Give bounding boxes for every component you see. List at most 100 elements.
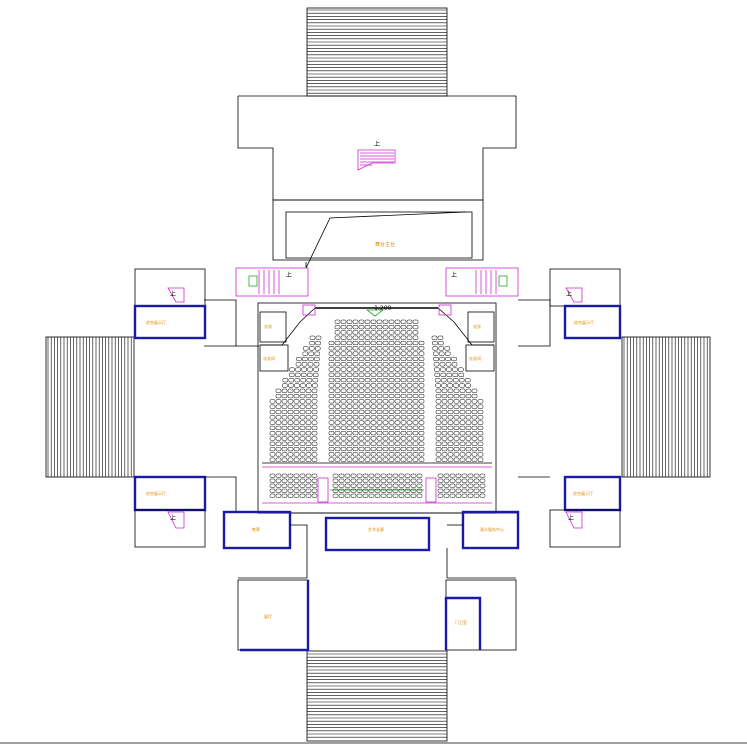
seat: [418, 415, 425, 420]
seat: [435, 415, 442, 420]
seat: [287, 404, 294, 409]
seat: [293, 399, 300, 404]
seat: [281, 420, 288, 425]
seat: [400, 388, 407, 393]
seat: [406, 425, 413, 430]
seat: [311, 415, 318, 420]
seat: [441, 383, 447, 388]
seat: [311, 388, 318, 393]
seat: [406, 431, 413, 436]
seat: [305, 452, 312, 457]
seat: [293, 493, 300, 498]
seat: [394, 346, 401, 351]
seat: [376, 436, 383, 441]
seat: [346, 356, 353, 361]
seat: [376, 393, 383, 399]
seat: [477, 447, 484, 452]
seat: [453, 420, 460, 425]
seat: [305, 493, 312, 498]
seat: [308, 346, 315, 351]
seat: [334, 420, 341, 425]
seat: [358, 393, 365, 399]
seat: [352, 452, 359, 457]
seat: [352, 420, 359, 425]
seat: [352, 356, 359, 361]
seat: [441, 431, 448, 436]
seat: [352, 393, 359, 399]
seat: [334, 399, 341, 404]
seat: [376, 340, 383, 346]
seat: [394, 351, 401, 356]
seat: [444, 346, 451, 351]
seat: [458, 367, 464, 372]
seat: [370, 420, 377, 425]
seat: [338, 493, 345, 498]
seat: [350, 488, 357, 493]
seat: [477, 399, 484, 404]
up-mark-stage-left: 上: [286, 271, 292, 279]
seat: [382, 383, 389, 388]
seat: [370, 367, 377, 372]
seat: [344, 493, 351, 498]
seat: [340, 399, 347, 404]
seat: [410, 473, 417, 478]
seat: [275, 394, 282, 399]
seat: [312, 383, 318, 388]
seat: [440, 367, 446, 372]
seat: [453, 452, 460, 457]
seat: [418, 420, 425, 425]
seat: [346, 372, 353, 377]
seat: [340, 388, 347, 393]
seat: [352, 436, 359, 441]
seat: [269, 404, 276, 409]
seat: [281, 388, 288, 393]
seat: [435, 425, 442, 430]
lobby-right-room: 观众服务中心: [480, 526, 504, 532]
seat: [287, 478, 294, 483]
seat: [299, 431, 306, 436]
seat: [307, 362, 314, 367]
seat: [334, 436, 341, 441]
seat: [437, 478, 444, 483]
seat: [269, 478, 276, 483]
seat: [467, 493, 474, 498]
seat: [400, 393, 407, 399]
seat: [370, 351, 377, 356]
seat: [473, 488, 480, 493]
seat: [394, 372, 401, 377]
seating-rear: [269, 473, 486, 498]
seat: [307, 367, 313, 372]
seat: [299, 457, 306, 462]
stage-label: 舞台主台: [375, 241, 395, 248]
seat: [441, 436, 448, 441]
seat: [459, 388, 466, 393]
seat: [412, 457, 419, 462]
seat: [311, 493, 318, 498]
seat: [471, 457, 478, 462]
seat: [340, 436, 347, 441]
seat: [477, 436, 484, 441]
seat: [293, 404, 300, 409]
seat: [370, 356, 377, 361]
stage-left-stair-core: 上: [235, 267, 309, 297]
seat: [287, 388, 294, 393]
seat: [382, 399, 389, 404]
seat: [376, 388, 383, 393]
seat: [438, 346, 445, 351]
seat: [358, 404, 365, 409]
seat: [281, 409, 288, 415]
seat: [334, 367, 341, 372]
seat: [308, 351, 315, 356]
seat: [334, 325, 341, 330]
seat: [400, 362, 407, 367]
seat: [394, 436, 401, 441]
seat: [311, 409, 318, 415]
seat: [412, 409, 419, 414]
seat: [334, 372, 341, 377]
seat: [352, 404, 359, 409]
seating-center: [328, 319, 425, 462]
seat: [376, 404, 383, 409]
seat: [394, 319, 401, 324]
seat: [394, 356, 401, 361]
seat: [400, 425, 407, 430]
